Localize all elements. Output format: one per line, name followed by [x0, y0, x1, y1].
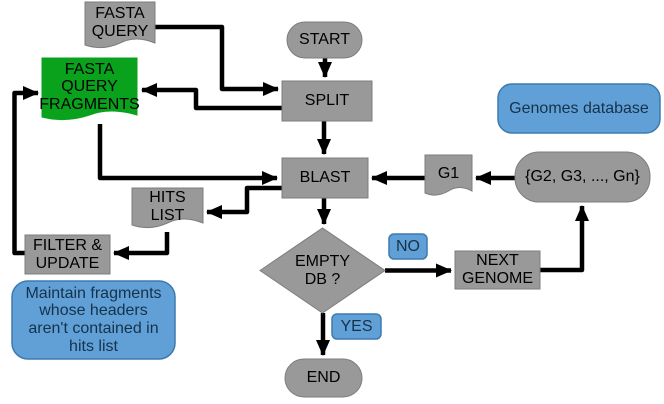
genomes-rest-shape: [514, 151, 651, 203]
start-terminator-shape: [286, 21, 363, 59]
arrow-blast-to-hits-list: [206, 185, 282, 219]
arrow-fragments-to-blast: [97, 124, 278, 185]
next-genome-process-shape: [454, 250, 541, 290]
filter-update-process-shape: [24, 234, 111, 275]
hits-list-document-shape: [131, 187, 204, 229]
arrow-hits-list-to-filter: [113, 232, 170, 260]
fasta-query-document-shape: [84, 1, 156, 49]
g1-document-shape: [424, 154, 473, 196]
note-callout-shape: [11, 280, 176, 360]
blast-process-shape: [281, 157, 369, 199]
end-terminator-shape: [284, 358, 363, 398]
no-badge-shape: [388, 233, 428, 260]
empty-db-decision-shape: [259, 227, 386, 314]
split-process-shape: [281, 80, 373, 122]
genomes-database-callout-shape: [497, 83, 661, 134]
arrow-next-genome-to-grest: [540, 205, 589, 273]
arrow-split-to-fragments: [141, 83, 282, 111]
fasta-query-fragments-document-shape: [41, 57, 138, 121]
yes-badge-shape: [331, 313, 382, 340]
arrow-filter-to-fragments: [12, 86, 39, 256]
arrow-fasta-query-to-split: [155, 24, 279, 96]
